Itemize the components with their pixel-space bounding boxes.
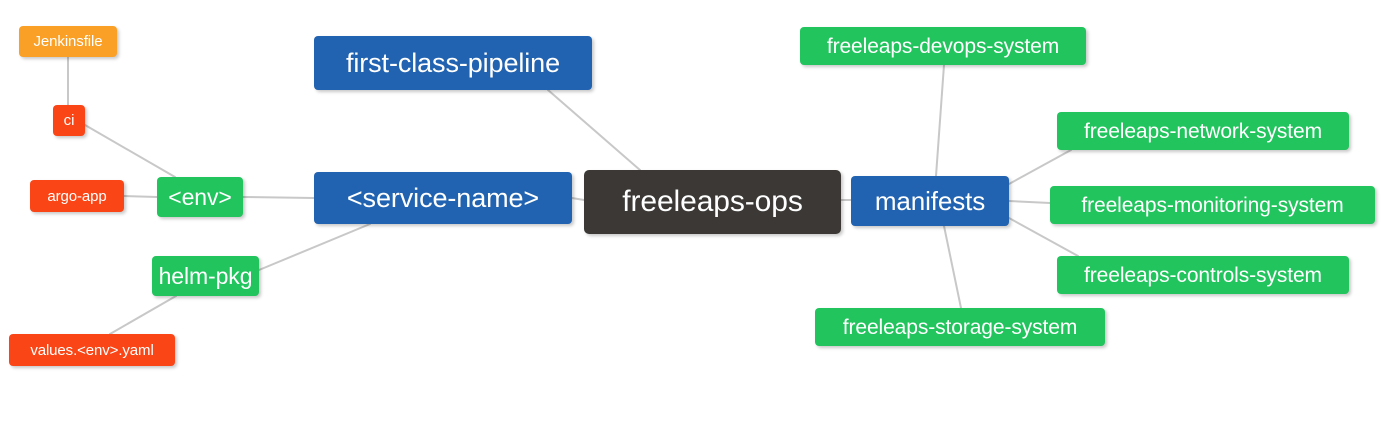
mindmap-node-helm-pkg[interactable]: helm-pkg [152, 256, 259, 296]
mindmap-node-freeleaps-devops-system[interactable]: freeleaps-devops-system [800, 27, 1086, 65]
node-label: values.<env>.yaml [30, 341, 154, 359]
node-label: freeleaps-monitoring-system [1081, 193, 1344, 217]
mindmap-node-freeleaps-monitoring-system[interactable]: freeleaps-monitoring-system [1050, 186, 1375, 224]
node-label: Jenkinsfile [33, 33, 103, 50]
edge-freeleaps-ops-to-service-name [571, 197, 585, 201]
mindmap-node-freeleaps-storage-system[interactable]: freeleaps-storage-system [815, 308, 1105, 346]
edge-env-to-argo-app [123, 195, 158, 198]
node-label: argo-app [47, 187, 107, 205]
node-label: first-class-pipeline [345, 47, 561, 78]
node-label: manifests [874, 186, 986, 216]
node-label: freeleaps-ops [622, 185, 803, 218]
mindmap-node-service-name[interactable]: <service-name> [314, 172, 572, 224]
edge-manifests-to-freeleaps-storage-system [943, 225, 962, 309]
node-label: <env> [168, 183, 232, 210]
node-label: <service-name> [346, 182, 540, 213]
mindmap-node-first-class-pipeline[interactable]: first-class-pipeline [314, 36, 592, 90]
edge-helm-pkg-to-values-env-yaml [109, 295, 177, 335]
edge-service-name-to-env [242, 196, 315, 199]
edge-manifests-to-freeleaps-network-system [1008, 149, 1072, 185]
mindmap-node-argo-app[interactable]: argo-app [30, 180, 124, 212]
node-label: freeleaps-devops-system [826, 34, 1060, 58]
edge-manifests-to-freeleaps-monitoring-system [1008, 200, 1051, 204]
edge-first-class-pipeline-to-freeleaps-ops [547, 89, 641, 171]
node-label: freeleaps-controls-system [1084, 263, 1322, 287]
mindmap-node-ci[interactable]: ci [53, 105, 85, 136]
node-label: freeleaps-storage-system [842, 315, 1078, 339]
edge-manifests-to-freeleaps-devops-system [935, 64, 945, 177]
node-label: freeleaps-network-system [1083, 119, 1322, 143]
mindmap-node-freeleaps-controls-system[interactable]: freeleaps-controls-system [1057, 256, 1349, 294]
mindmap-node-env[interactable]: <env> [157, 177, 243, 217]
mindmap-node-freeleaps-ops[interactable]: freeleaps-ops [584, 170, 841, 234]
edge-env-to-ci [84, 124, 176, 178]
node-label: ci [63, 112, 75, 129]
node-label: helm-pkg [158, 262, 253, 289]
mindmap-node-jenkinsfile[interactable]: Jenkinsfile [19, 26, 117, 57]
mindmap-node-manifests[interactable]: manifests [851, 176, 1009, 226]
mindmap-node-freeleaps-network-system[interactable]: freeleaps-network-system [1057, 112, 1349, 150]
mindmap-node-values-env-yaml[interactable]: values.<env>.yaml [9, 334, 175, 366]
edge-service-name-to-helm-pkg [258, 223, 371, 271]
